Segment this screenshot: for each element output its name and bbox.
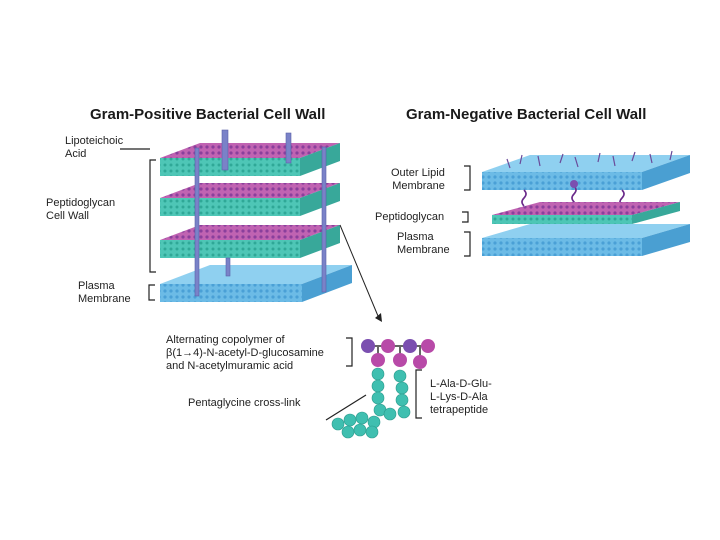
copolymer-bracket [346, 337, 353, 367]
gram-negative-peptidoglycan [492, 202, 680, 224]
gram-positive-brackets [120, 148, 156, 301]
plasma-membrane-bracket-negative [464, 231, 471, 257]
detail-arrowhead [375, 313, 382, 322]
peptidoglycan-layer-3 [160, 143, 340, 176]
pentaglycine-crosslink [331, 407, 397, 439]
sugar-backbone [361, 339, 435, 369]
gram-positive-title: Gram-Positive Bacterial Cell Wall [90, 106, 326, 123]
peptidoglycan-cell-wall-label: Peptidoglycan Cell Wall [46, 197, 116, 222]
detail-arrow [339, 224, 379, 317]
plasma-membrane-label-negative: Plasma Membrane [397, 231, 450, 256]
gram-negative-brackets [462, 165, 471, 257]
peptidoglycan-bracket-negative [462, 211, 469, 223]
pentaglycine-leader [325, 394, 367, 421]
tetrapeptide-label: L-Ala-D-Glu- L-Lys-D-Ala tetrapeptide [430, 378, 492, 416]
linker-bead [570, 180, 578, 188]
gram-negative-title: Gram-Negative Bacterial Cell Wall [406, 106, 647, 123]
peptidoglycan-bracket [149, 159, 156, 273]
lipoteichoic-acid-label: Lipoteichoic Acid [65, 135, 124, 160]
lipoteichoic-acid-rods [194, 129, 327, 297]
gram-negative-plasma-membrane [482, 224, 690, 256]
copolymer-label: Alternating copolymer of β(1→4)-N-acetyl… [166, 334, 324, 372]
tetrapeptide-bracket [415, 369, 422, 419]
outer-lipid-membrane-label: Outer Lipid Membrane [391, 167, 445, 192]
tetrapeptide-chains [371, 367, 411, 419]
peptidoglycan-label-negative: Peptidoglycan [375, 211, 445, 223]
detail-brackets [325, 337, 422, 421]
peptidoglycan-layer-2 [160, 183, 340, 216]
gram-negative-outer-membrane [482, 150, 690, 190]
plasma-membrane-bracket-positive [148, 284, 155, 301]
plasma-membrane-label-positive: Plasma Membrane [78, 280, 131, 305]
outer-membrane-bracket [464, 165, 471, 191]
peptidoglycan-layer-1 [160, 225, 340, 258]
pentaglycine-label: Pentaglycine cross-link [188, 397, 301, 409]
